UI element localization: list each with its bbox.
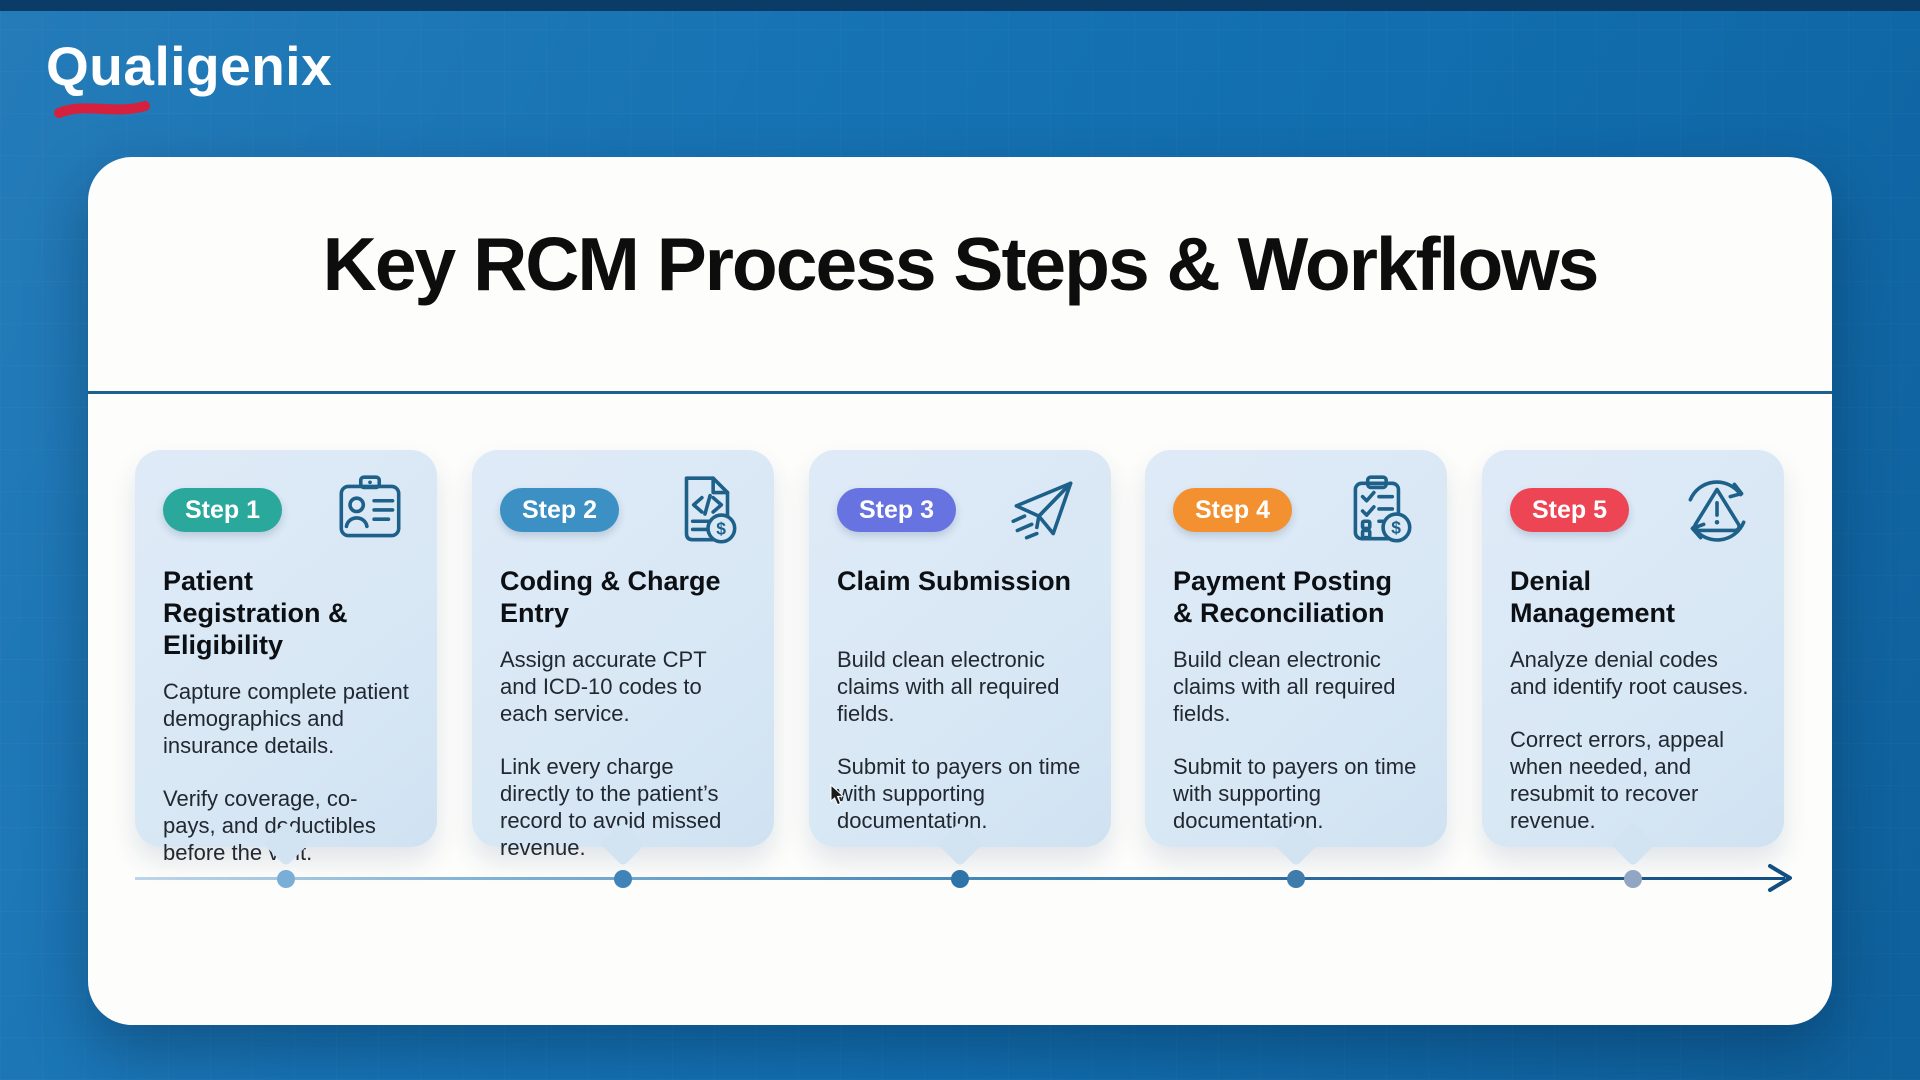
timeline-dot-3 [951,870,969,888]
step-title: Claim Submission [837,566,1072,596]
svg-text:$: $ [716,519,726,539]
logo-swoosh-icon [54,101,150,118]
id-card-icon [329,470,411,552]
step-badge-5: Step 5 [1510,488,1630,532]
timeline-dot-4 [1287,870,1305,888]
step-card-4: Step 4 $ Payment Posting & Reconciliatio… [1145,450,1447,867]
step-paragraph: Link every charge directly to the patien… [500,754,722,861]
step-title: Payment Posting & Reconciliation [1173,566,1393,628]
denial-alert-icon [1676,470,1758,552]
step-paragraph: Submit to payers on time with supporting… [837,754,1081,834]
step-card-1: Step 1 Patient Registration & Eligibilit… [135,450,437,867]
page-title: Key RCM Process Steps & Workflows [322,222,1600,306]
checklist-coin-icon: $ [1339,470,1421,552]
step-badge-4: Step 4 [1173,488,1293,532]
step-paragraph: Analyze denial codes and identify root c… [1510,647,1749,700]
step-description: Build clean electronic claims with all r… [837,646,1083,834]
step-title: Coding & Charge Entry [500,566,721,628]
step-badge-2: Step 2 [500,488,620,532]
step-description: Analyze denial codes and identify root c… [1510,646,1756,834]
step-paragraph: Build clean electronic claims with all r… [837,647,1060,727]
timeline-arrow-icon [1768,864,1792,892]
step-card-5: Step 5 Denial Management Analyze denial … [1482,450,1784,867]
step-description: Capture complete patient demographics an… [163,678,409,866]
step-card-2: Step 2 $ Coding & Charge Entry Assign ac… [472,450,774,867]
step-card-3: Step 3 Claim Submission Build clean elec… [809,450,1111,867]
code-document-icon: $ [666,470,748,552]
step-badge-3: Step 3 [837,488,957,532]
title-divider [88,391,1832,394]
svg-text:$: $ [1391,518,1401,538]
step-paragraph: Capture complete patient demographics an… [163,678,409,758]
step-title: Patient Registration & Eligibility [163,566,348,660]
step-description: Assign accurate CPT and ICD-10 codes to … [500,646,746,861]
step-badge-1: Step 1 [163,488,283,532]
mouse-cursor [830,784,845,806]
step-title: Denial Management [1510,566,1676,628]
brand-logo: Qualigenix [46,35,333,97]
paper-plane-icon [1003,470,1085,552]
timeline-dot-1 [277,870,295,888]
top-accent-bar [0,0,1920,11]
step-description: Build clean electronic claims with all r… [1173,646,1419,834]
step-paragraph: Correct errors, appeal when needed, and … [1510,727,1724,834]
timeline-dot-5 [1624,870,1642,888]
content-panel: Key RCM Process Steps & Workflows Step 1… [88,157,1832,1025]
step-paragraph: Assign accurate CPT and ICD-10 codes to … [500,647,707,727]
step-paragraph: Build clean electronic claims with all r… [1173,647,1396,727]
timeline-dot-2 [614,870,632,888]
